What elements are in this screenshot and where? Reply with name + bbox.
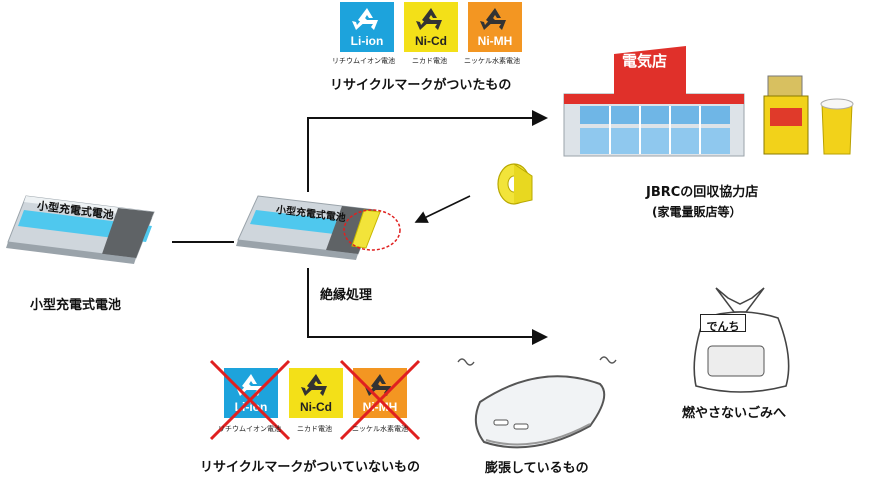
recycle-mark-nicd-bottom: Ni-Cd bbox=[289, 368, 343, 418]
mark-text: Ni-MH bbox=[477, 34, 513, 48]
battery-middle bbox=[236, 195, 401, 260]
mark-text: Ni-Cd bbox=[415, 34, 447, 48]
collection-bag bbox=[820, 98, 854, 155]
mark-caption-liion-bottom: リチウムイオン電池 bbox=[218, 425, 281, 433]
arrow-tape-to-battery bbox=[414, 195, 471, 223]
garbage-tag: でんち bbox=[700, 314, 746, 333]
recycle-icon bbox=[352, 8, 378, 30]
mark-caption-nicd-bottom: ニカド電池 bbox=[297, 425, 332, 433]
tape-roll-icon bbox=[497, 163, 533, 205]
recycle-mark-nimh: Ni-MH bbox=[468, 2, 522, 52]
garbage-bag bbox=[693, 287, 790, 393]
recycle-mark-liion-crossed: Li-ion bbox=[224, 368, 278, 418]
mark-caption-nicd: ニカド電池 bbox=[412, 57, 447, 65]
store-sublabel: (家電量販店等） bbox=[652, 205, 742, 219]
collection-box bbox=[763, 75, 809, 155]
recycle-mark-liion: Li-ion bbox=[340, 2, 394, 52]
recycle-icon bbox=[480, 8, 506, 30]
store-sign: 電気店 bbox=[622, 52, 668, 70]
cross-out-marks bbox=[209, 359, 421, 441]
mark-caption-nimh-bottom: ニッケル水素電池 bbox=[352, 425, 408, 433]
recycle-icon bbox=[416, 8, 442, 30]
mark-text: Li-ion bbox=[350, 34, 384, 48]
insulation-label: 絶縁処理 bbox=[320, 288, 373, 303]
garbage-label: 燃やさないごみへ bbox=[682, 406, 787, 421]
insulation-tape bbox=[351, 209, 381, 249]
swollen-battery bbox=[457, 356, 617, 449]
swollen-label: 膨張しているもの bbox=[485, 461, 589, 476]
recycle-icon bbox=[301, 374, 327, 396]
marks-bottom-label: リサイクルマークがついていないもの bbox=[200, 460, 420, 475]
mark-caption-liion: リチウムイオン電池 bbox=[332, 57, 395, 65]
marks-top-label: リサイクルマークがついたもの bbox=[330, 78, 512, 93]
mark-text: Ni-Cd bbox=[300, 400, 332, 414]
recycle-mark-nicd: Ni-Cd bbox=[404, 2, 458, 52]
store-label: JBRCの回収協力店 bbox=[646, 185, 759, 200]
mark-caption-nimh: ニッケル水素電池 bbox=[464, 57, 520, 65]
garbage-tag-text: でんち bbox=[706, 320, 740, 333]
battery-left bbox=[6, 195, 155, 264]
store-building bbox=[563, 46, 745, 157]
battery-left-label: 小型充電式電池 bbox=[30, 298, 122, 313]
